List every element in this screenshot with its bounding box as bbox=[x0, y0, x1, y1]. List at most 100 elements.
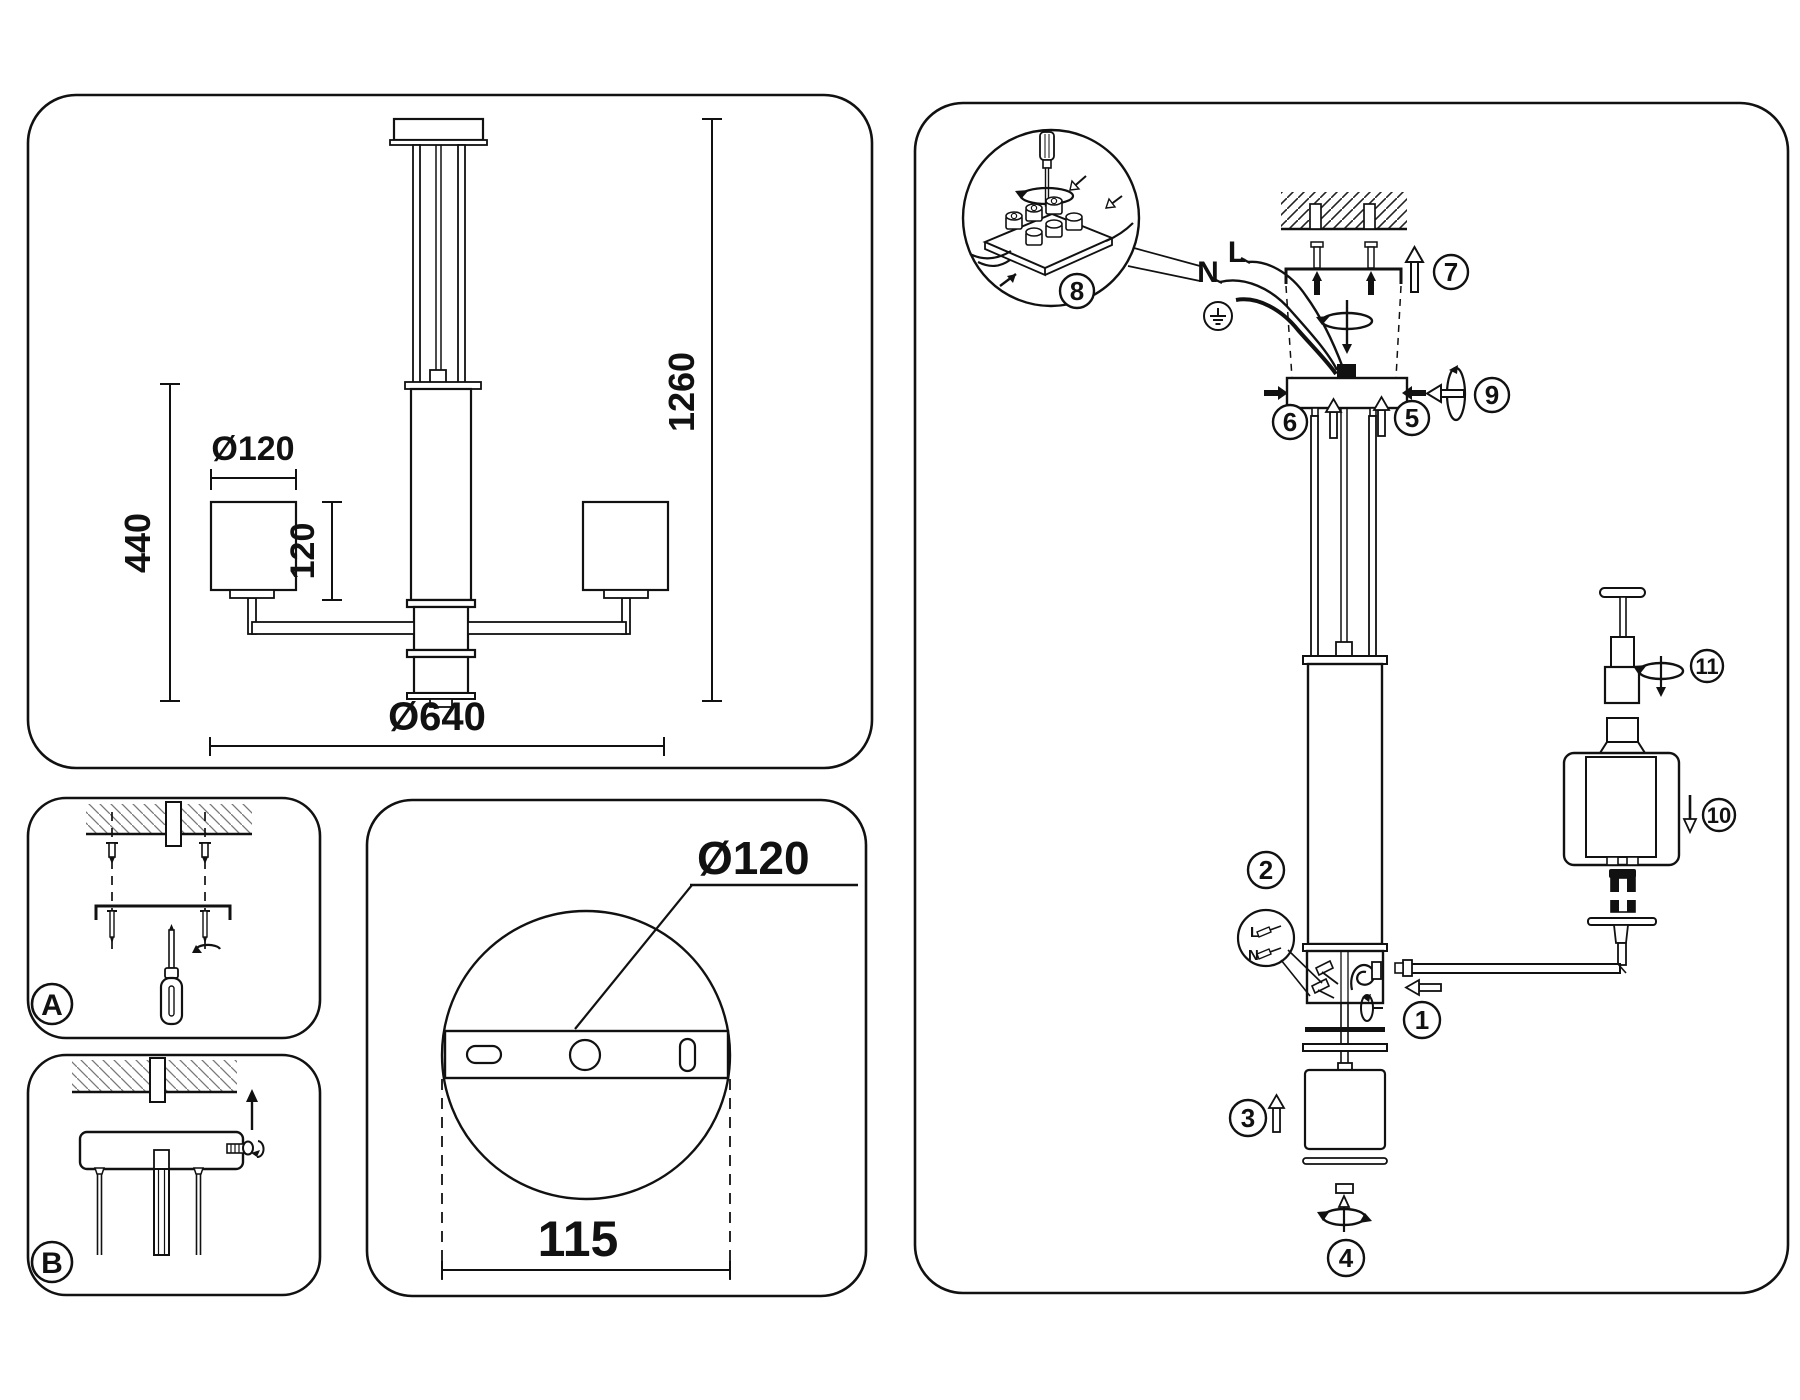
wire-live-label: L bbox=[1228, 236, 1246, 269]
side-screw-left bbox=[1264, 386, 1288, 400]
ceiling-hatch bbox=[72, 1060, 237, 1094]
center-hole bbox=[568, 1038, 602, 1072]
wire-neutral-label: N bbox=[1197, 256, 1219, 289]
terminal-detail-circle: 8 bbox=[961, 128, 1201, 310]
screw-right bbox=[200, 910, 210, 944]
side-rod-right bbox=[192, 1167, 205, 1255]
leader-line bbox=[1127, 265, 1201, 282]
dim-label-canopy-diameter: Ø120 bbox=[697, 832, 810, 884]
screw-left bbox=[107, 910, 117, 944]
dimension-total-diameter: Ø640 bbox=[209, 695, 665, 756]
canopy bbox=[1285, 376, 1409, 410]
side-screw-right bbox=[1402, 386, 1426, 400]
wall-anchor-left bbox=[106, 842, 118, 864]
step-5: 5 bbox=[1372, 395, 1431, 437]
socket-ring bbox=[1603, 665, 1641, 705]
dimension-total-height: 1260 bbox=[661, 118, 722, 702]
step-1: 1 bbox=[1402, 978, 1442, 1040]
step-3-label: 3 bbox=[1241, 1103, 1255, 1133]
anchor-left bbox=[1312, 271, 1322, 295]
glass-shade bbox=[1303, 1068, 1387, 1151]
wire bbox=[969, 250, 1012, 260]
socket-upper bbox=[1610, 636, 1635, 668]
arrow-up-icon bbox=[246, 1089, 258, 1130]
dim-label-shade-height: 120 bbox=[284, 523, 322, 580]
bracket-assembly bbox=[1284, 241, 1403, 379]
step-10: 10 bbox=[1682, 795, 1737, 835]
canopy bbox=[392, 117, 485, 142]
step-9: 9 bbox=[1425, 365, 1511, 422]
lower-column bbox=[412, 655, 470, 695]
step-4-label: 4 bbox=[1339, 1243, 1354, 1273]
threaded-rod bbox=[165, 801, 182, 847]
step-11: 11 bbox=[1633, 648, 1725, 697]
mini-live-label: L bbox=[1250, 924, 1259, 941]
screwdriver-icon bbox=[159, 924, 184, 1026]
step-5-label: 5 bbox=[1405, 403, 1419, 433]
step-7-label: 7 bbox=[1444, 257, 1458, 287]
dim-label-hole-spacing: 115 bbox=[538, 1211, 619, 1267]
arm-right bbox=[467, 621, 627, 635]
shade-neck bbox=[1606, 717, 1639, 743]
dim-label-fixture-height: 440 bbox=[117, 513, 158, 573]
panel-step-b: B bbox=[26, 1053, 322, 1297]
step-a-badge: A bbox=[30, 982, 74, 1026]
central-column bbox=[1302, 655, 1388, 1005]
step-2-badge: 2 bbox=[1246, 850, 1286, 890]
arm-flange bbox=[1587, 917, 1657, 926]
slot-left bbox=[465, 1044, 503, 1065]
ceiling-hatch bbox=[86, 804, 252, 836]
arm-left bbox=[251, 621, 415, 635]
step-b-label: B bbox=[41, 1247, 63, 1280]
ceiling-hatch bbox=[1281, 192, 1407, 231]
t-handle bbox=[1599, 587, 1646, 598]
center-rod bbox=[153, 1168, 170, 1256]
step-b-badge: B bbox=[30, 1240, 74, 1284]
dimension-fixture-height: 440 bbox=[117, 383, 180, 702]
anchor-right bbox=[1366, 271, 1376, 295]
rod-sleeve bbox=[153, 1149, 170, 1170]
dim-label-shade-diameter: Ø120 bbox=[211, 430, 294, 468]
panel-assembly: 8 N L bbox=[913, 101, 1790, 1295]
wire-ground bbox=[1235, 297, 1338, 376]
arm-assembly: 11 10 1 bbox=[1394, 587, 1737, 1040]
dimension-shade-diameter: Ø120 bbox=[210, 430, 297, 490]
mains-wiring: N L bbox=[1197, 236, 1345, 376]
canopy-assembly bbox=[1264, 364, 1426, 417]
threaded-rod bbox=[149, 1057, 166, 1103]
side-rod-left bbox=[93, 1167, 106, 1255]
mounting-bracket bbox=[1284, 267, 1403, 284]
wire bbox=[977, 259, 1011, 267]
disc-ring bbox=[1305, 1027, 1385, 1032]
chandelier-drawing bbox=[209, 117, 670, 708]
trim-ring bbox=[1302, 1157, 1388, 1165]
upper-column bbox=[409, 387, 473, 602]
dimension-shade-height: 120 bbox=[284, 501, 342, 601]
wire-live bbox=[1247, 260, 1345, 369]
rotate-icon bbox=[1360, 994, 1383, 1022]
dim-label-total-diameter: Ø640 bbox=[388, 695, 486, 739]
wire-connector-detail-circle: L N bbox=[1236, 908, 1323, 997]
wall-anchor-right bbox=[199, 842, 211, 864]
finial-nut bbox=[1335, 1183, 1354, 1194]
panel-overall-dimensions: Ø120 440 120 1260 Ø640 bbox=[26, 93, 874, 770]
terminal-block bbox=[969, 175, 1134, 287]
leader-line bbox=[1133, 247, 1201, 267]
leader-line bbox=[1280, 959, 1311, 997]
lower-stack bbox=[1302, 994, 1388, 1194]
step-9-label: 9 bbox=[1485, 380, 1499, 410]
step-6-label: 6 bbox=[1283, 407, 1297, 437]
arm-rod bbox=[1410, 963, 1621, 974]
dimension-canopy-diameter: Ø120 bbox=[574, 832, 858, 1030]
panel-canopy-detail: Ø120 115 bbox=[365, 798, 868, 1298]
step-8-badge: 8 bbox=[1058, 272, 1096, 310]
shade-right bbox=[581, 500, 670, 592]
glass-ring bbox=[1302, 1043, 1388, 1052]
mini-neutral-label: N bbox=[1248, 947, 1259, 964]
dim-label-total-height: 1260 bbox=[661, 352, 702, 432]
wire bbox=[1105, 222, 1134, 243]
step-11-label: 11 bbox=[1695, 654, 1718, 679]
drill-hole-left bbox=[1309, 203, 1322, 230]
